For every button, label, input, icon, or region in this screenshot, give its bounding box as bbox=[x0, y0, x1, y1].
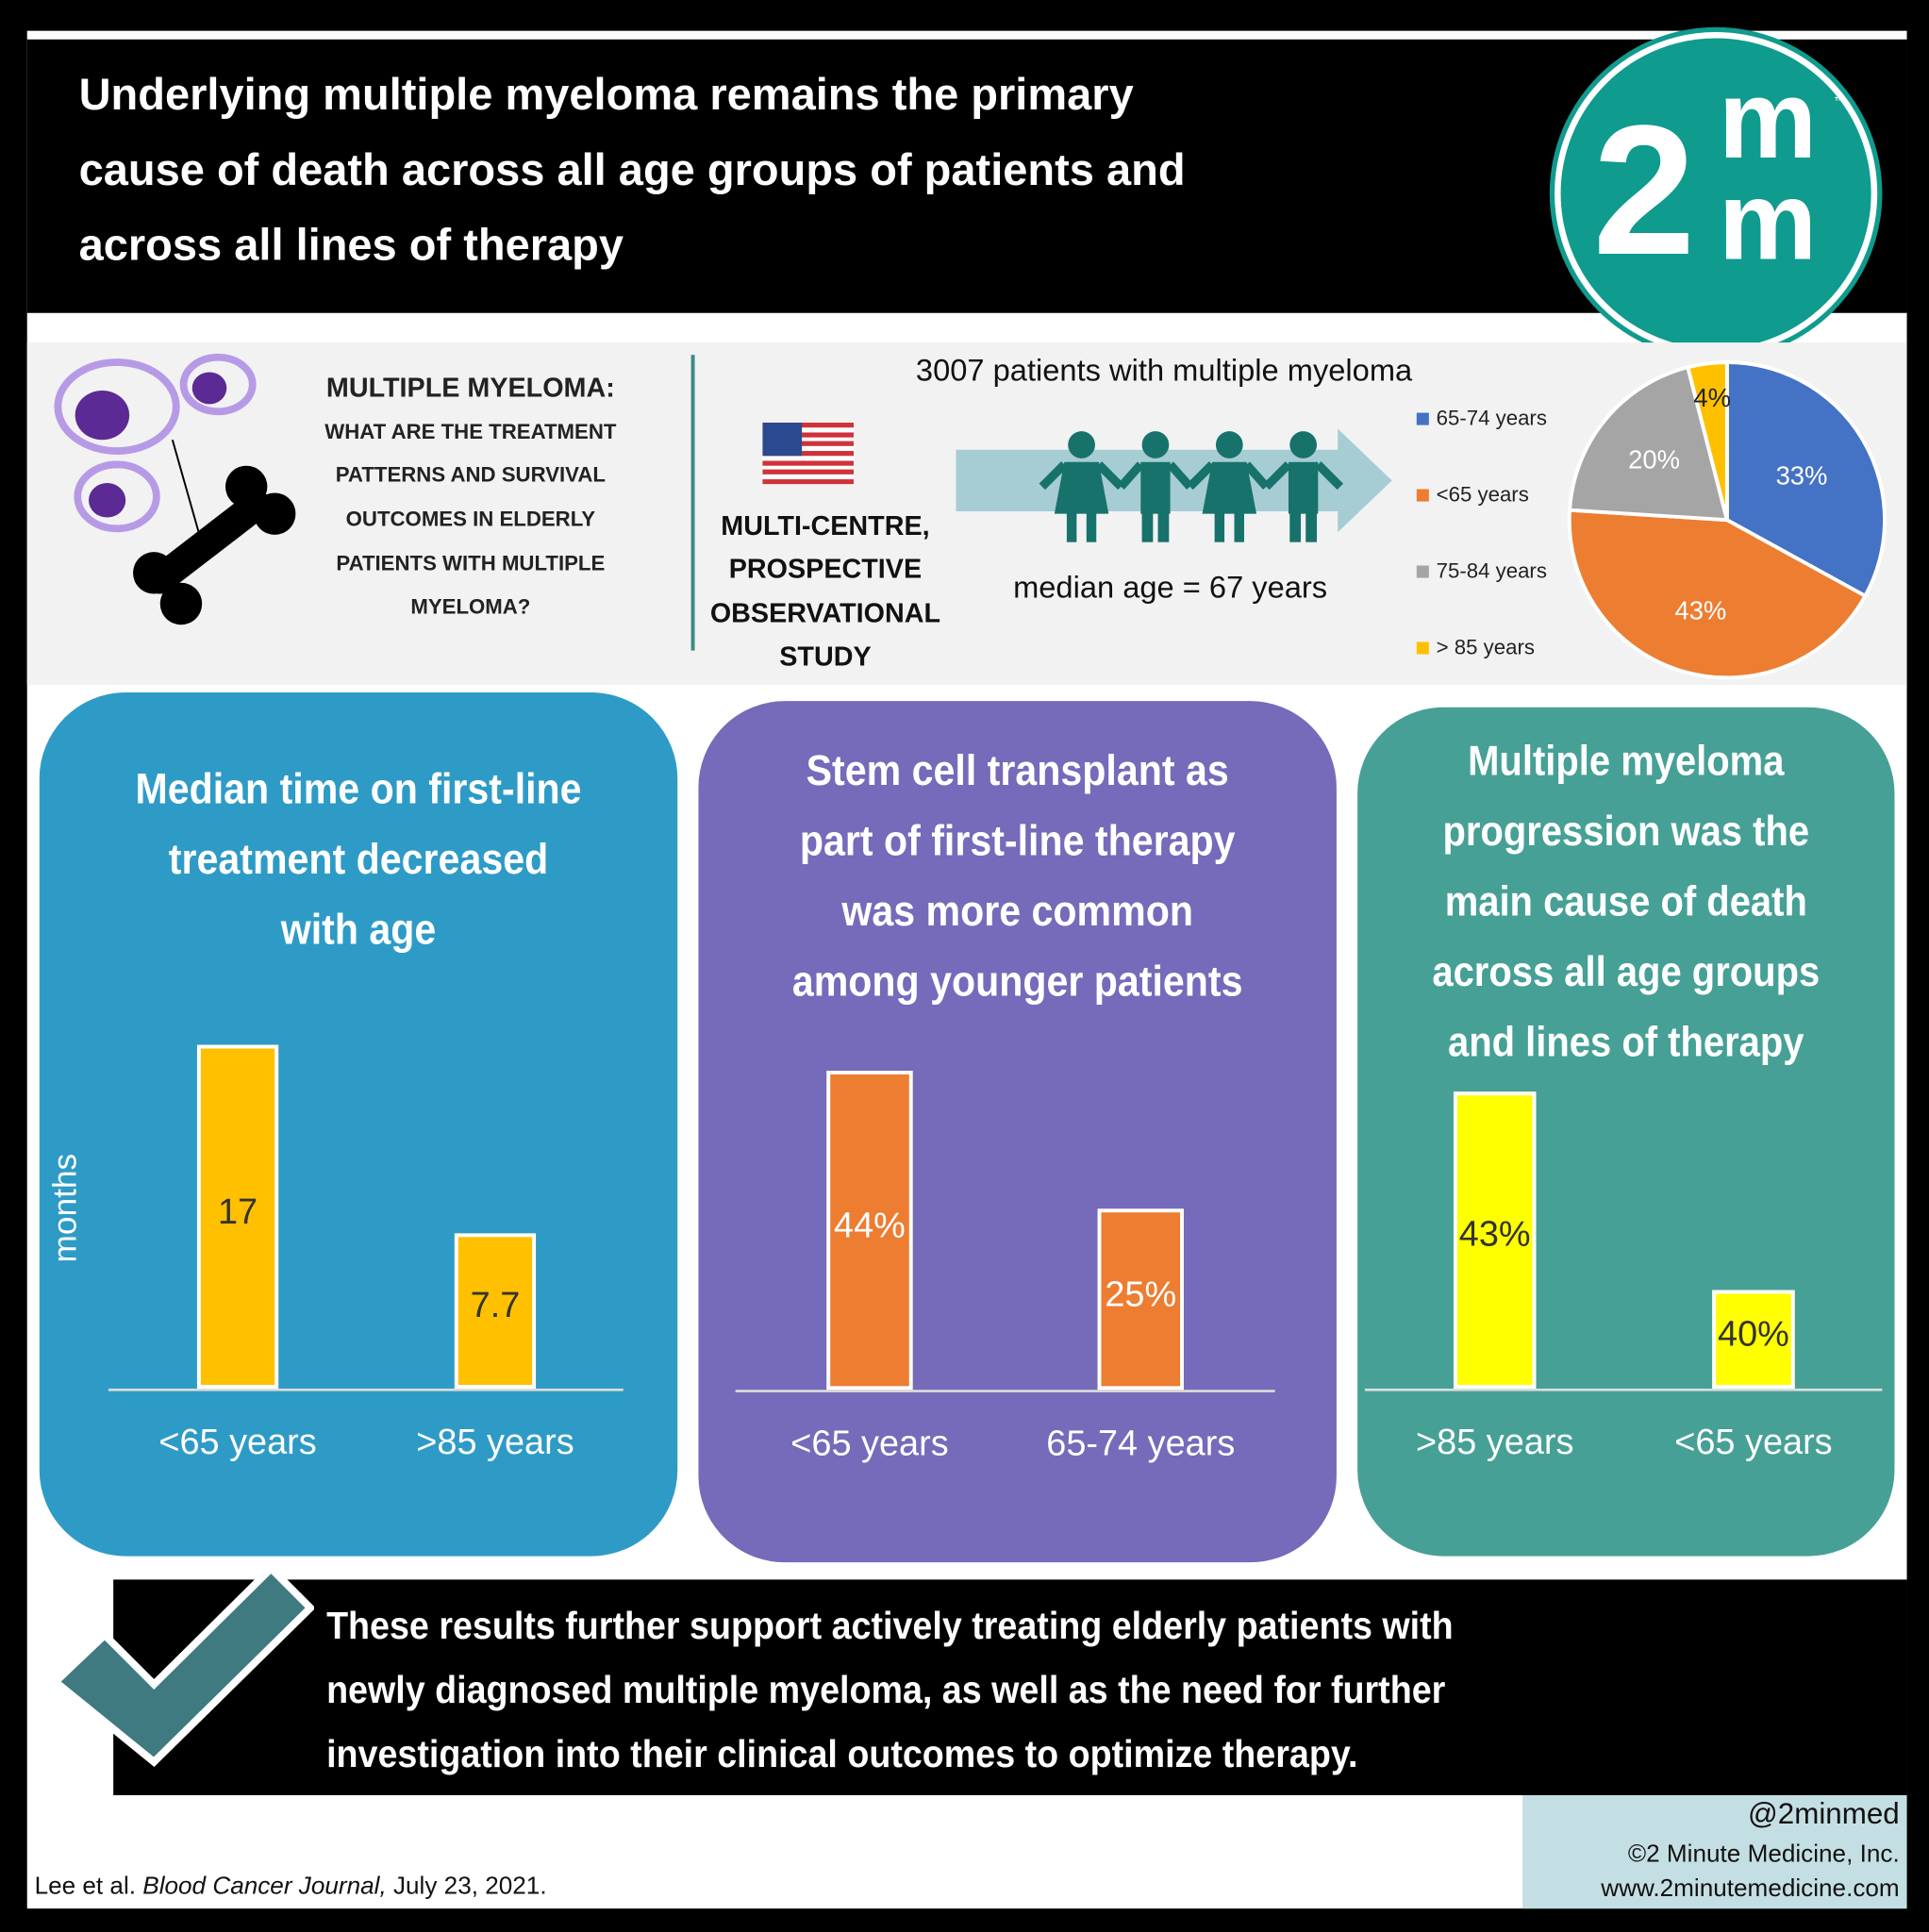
citation-journal: Blood Cancer Journal, bbox=[142, 1873, 387, 1901]
legend-swatch bbox=[1416, 641, 1429, 655]
chart-title-line: treatment decreased bbox=[168, 835, 549, 884]
chart-panel: Median time on first-line treatment decre… bbox=[37, 690, 680, 1559]
pie-slice bbox=[1567, 508, 1869, 680]
x-tick-label: <65 years bbox=[790, 1424, 949, 1464]
study-design: OBSERVATIONAL bbox=[709, 597, 941, 629]
chart-title-line: among younger patients bbox=[791, 957, 1243, 1006]
legend-swatch bbox=[1416, 565, 1429, 578]
bar bbox=[1453, 1091, 1537, 1389]
legend-item: <65 years bbox=[1416, 482, 1529, 508]
y-axis-label-wrap: months bbox=[35, 1140, 96, 1275]
legend-swatch bbox=[1416, 412, 1429, 425]
question-line: PATTERNS AND SURVIVAL bbox=[335, 463, 606, 487]
pie-slice bbox=[1567, 364, 1730, 523]
chart-title-line: Stem cell transplant as bbox=[806, 746, 1229, 795]
bar-value-label: 44% bbox=[834, 1206, 906, 1245]
bar-value-label: 17 bbox=[217, 1191, 258, 1232]
bar-value-label: 40% bbox=[1718, 1314, 1789, 1355]
conclusion-bar: These results further support actively t… bbox=[113, 1579, 1907, 1795]
legend-item: > 85 years bbox=[1416, 635, 1535, 660]
question-line: MYELOMA? bbox=[410, 594, 531, 619]
bar bbox=[826, 1071, 913, 1391]
logo-m-top: m bbox=[1718, 58, 1818, 183]
x-tick-label: >85 years bbox=[1416, 1423, 1574, 1463]
chart-panel: Stem cell transplant as part of first-lin… bbox=[695, 698, 1339, 1565]
bar bbox=[1712, 1289, 1795, 1389]
logo-tm: ™ bbox=[1834, 94, 1846, 108]
conclusion-line: These results further support actively t… bbox=[326, 1604, 1454, 1648]
citation-authors: Lee et al. bbox=[34, 1873, 143, 1901]
legend-label: <65 years bbox=[1436, 482, 1529, 507]
pie-label: 43% bbox=[1674, 596, 1726, 625]
credits-box: @2minmed ©2 Minute Medicine, Inc. www.2m… bbox=[1522, 1794, 1907, 1909]
legend-item: 65-74 years bbox=[1416, 407, 1547, 431]
pie-slice bbox=[1685, 360, 1729, 521]
legend-swatch bbox=[1416, 489, 1429, 502]
y-axis-label: months bbox=[45, 1153, 84, 1263]
twitter-handle[interactable]: @2minmed bbox=[1747, 1797, 1900, 1831]
bar-value-label: 25% bbox=[1105, 1274, 1177, 1314]
study-design: STUDY bbox=[779, 641, 872, 672]
bar bbox=[454, 1233, 537, 1389]
age-distribution-pie-chart: 33% 43% 20% 4% bbox=[1567, 360, 1887, 680]
median-age: median age = 67 years bbox=[1013, 570, 1328, 606]
x-axis-line bbox=[735, 1390, 1275, 1392]
people-icon bbox=[1039, 431, 1344, 542]
website-link[interactable]: www.2minutemedicine.com bbox=[1601, 1874, 1900, 1903]
pie-label: 20% bbox=[1628, 444, 1680, 474]
copyright: ©2 Minute Medicine, Inc. bbox=[1627, 1840, 1900, 1869]
pie-slice bbox=[1724, 360, 1887, 599]
question-heading: MULTIPLE MYELOMA: bbox=[325, 372, 615, 404]
x-axis-line bbox=[108, 1388, 624, 1391]
bar-value-label: 7.7 bbox=[470, 1286, 521, 1326]
chart-title-line: and lines of therapy bbox=[1448, 1019, 1804, 1066]
legend-label: 65-74 years bbox=[1436, 407, 1547, 430]
study-design: PROSPECTIVE bbox=[728, 553, 923, 585]
bar bbox=[196, 1044, 279, 1389]
citation-date: July 23, 2021. bbox=[386, 1873, 547, 1901]
patients-arrow-icon bbox=[956, 428, 1392, 542]
x-axis-line bbox=[1364, 1388, 1883, 1391]
legend-label: > 85 years bbox=[1436, 635, 1535, 659]
2mm-logo: 2 m m ™ bbox=[1555, 31, 1878, 356]
patient-count: 3007 patients with multiple myeloma bbox=[915, 353, 1413, 389]
title-line: Underlying multiple myeloma remains the … bbox=[78, 69, 1134, 120]
legend-item: 75-84 years bbox=[1416, 558, 1547, 584]
x-tick-label: <65 years bbox=[1674, 1423, 1833, 1463]
pie-label: 33% bbox=[1776, 461, 1828, 491]
question-line: PATIENTS WITH MULTIPLE bbox=[336, 552, 606, 575]
checkmark-icon bbox=[49, 1563, 315, 1767]
chart-title-line: was more common bbox=[841, 887, 1193, 936]
citation: Lee et al. Blood Cancer Journal, July 23… bbox=[35, 1873, 547, 1901]
chart-title-line: Median time on first-line bbox=[135, 765, 582, 814]
chart-title-line: with age bbox=[280, 905, 437, 954]
conclusion-line: newly diagnosed multiple myeloma, as wel… bbox=[326, 1668, 1446, 1712]
chart-title-line: main cause of death bbox=[1444, 878, 1807, 925]
conclusion-line: investigation into their clinical outcom… bbox=[326, 1732, 1358, 1776]
logo-m-bottom: m bbox=[1718, 159, 1818, 284]
x-tick-label: 65-74 years bbox=[1046, 1424, 1236, 1464]
chart-title-line: part of first-line therapy bbox=[799, 816, 1236, 865]
myeloma-cells-bone-icon bbox=[54, 353, 296, 625]
chart-title-line: progression was the bbox=[1442, 808, 1810, 856]
x-tick-label: >85 years bbox=[416, 1423, 574, 1463]
question-line: WHAT ARE THE TREATMENT bbox=[324, 420, 617, 444]
study-design: MULTI-CENTRE, bbox=[721, 509, 930, 541]
chart-panel: Multiple myeloma progression was the main … bbox=[1355, 705, 1898, 1559]
divider bbox=[690, 355, 695, 651]
bar bbox=[1097, 1208, 1184, 1391]
bar-value-label: 43% bbox=[1458, 1215, 1531, 1256]
us-flag-icon bbox=[762, 422, 854, 485]
chart-title-line: across all age groups bbox=[1432, 948, 1821, 996]
pie-label: 4% bbox=[1693, 383, 1731, 412]
title-line: across all lines of therapy bbox=[78, 219, 624, 271]
question-line: OUTCOMES IN ELDERLY bbox=[345, 508, 596, 531]
x-tick-label: <65 years bbox=[158, 1423, 317, 1463]
legend-label: 75-84 years bbox=[1436, 558, 1547, 583]
title-line: cause of death across all age groups of … bbox=[78, 143, 1186, 195]
chart-title-line: Multiple myeloma bbox=[1468, 738, 1785, 785]
logo-2: 2 bbox=[1592, 86, 1696, 293]
